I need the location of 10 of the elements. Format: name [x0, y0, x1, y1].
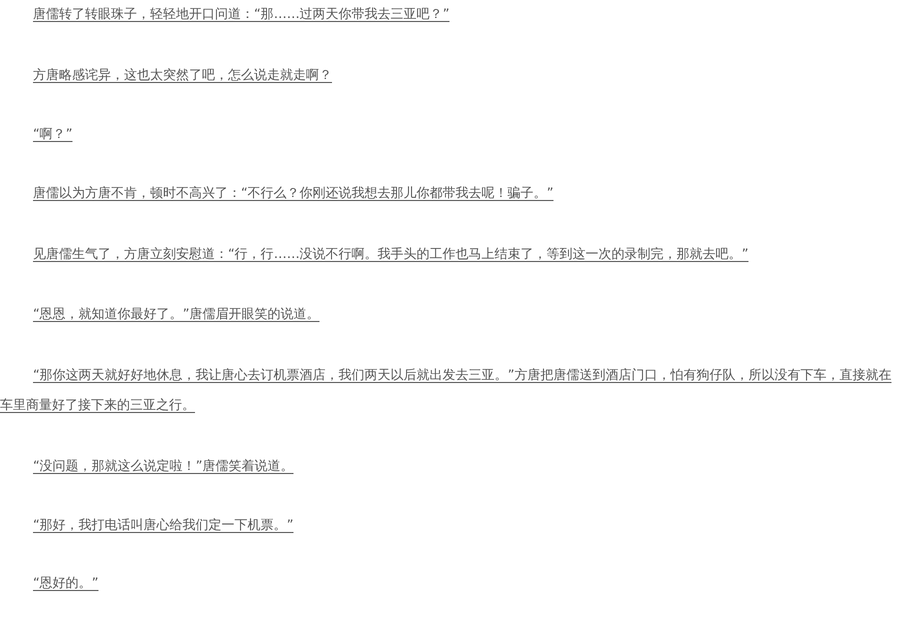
story-paragraph: “没问题，那就这么说定啦！”唐儒笑着说道。 — [32, 458, 294, 476]
story-paragraph: 见唐儒生气了，方唐立刻安慰道：“行，行……没说不行啊。我手头的工作也马上结束了，等到这一次的录制完，那就去吧。” — [32, 246, 750, 264]
story-paragraph: 唐儒以为方唐不肯，顿时不高兴了：“不行么？你刚还说我想去那儿你都带我去呢！骗子。” — [32, 185, 554, 203]
story-paragraph: “恩恩，就知道你最好了。”唐儒眉开眼笑的说道。 — [32, 306, 320, 324]
story-paragraph: “那好，我打电话叫唐心给我们定一下机票。” — [32, 517, 294, 535]
story-paragraph: “恩好的。” — [32, 575, 100, 593]
story-paragraph: “那你这两天就好好地休息，我让唐心去订机票酒店，我们两天以后就出发去三亚。”方唐把唐儒送到酒店门口，怕有狗仔队，所以没有下车，直接就在车里商量好了接下来的三亚之行。 — [0, 367, 892, 415]
story-paragraph: 唐儒转了转眼珠子，轻轻地开口问道：“那……过两天你带我去三亚吧？” — [32, 6, 450, 24]
story-paragraph: 方唐略感诧异，这也太突然了吧，怎么说走就走啊？ — [32, 67, 333, 85]
story-paragraph: “啊？” — [32, 126, 74, 144]
